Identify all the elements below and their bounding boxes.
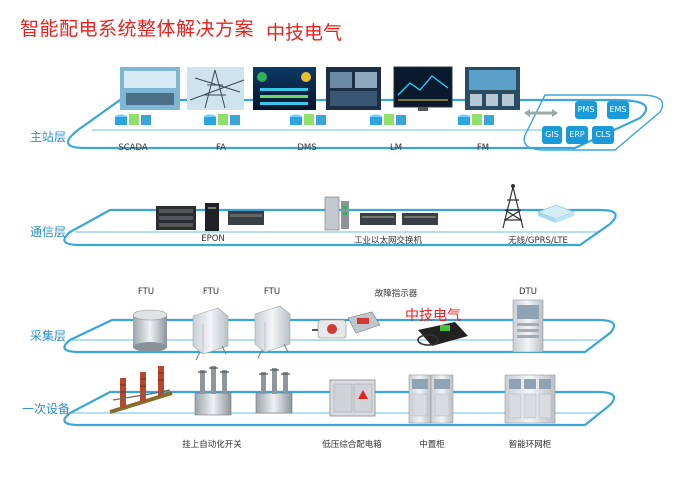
acq-label-ftu-3: FTU [263, 287, 281, 297]
page-title: 智能配电系统整体解决方案 [20, 18, 255, 40]
primary-label-pole-switch: 挂上自动化开关 [182, 440, 242, 450]
dtu-cabinet [512, 299, 544, 353]
lm-screen [326, 67, 381, 110]
pole-switch-2 [255, 368, 293, 414]
ftu-box-1 [192, 307, 229, 361]
comm-label-epon: EPON [201, 234, 225, 244]
epon-onu [228, 211, 264, 225]
switch-disconnector [109, 366, 173, 414]
fault-indicator-2 [347, 311, 381, 334]
ring-main-unit [504, 374, 556, 424]
acq-label-dtu: DTU [519, 287, 537, 297]
switchgear-2 [430, 374, 454, 424]
epon-olt [156, 206, 196, 230]
server-stack-icons [115, 114, 494, 125]
primary-label-lv-box: 低压综合配电箱 [322, 440, 382, 450]
scada-screen [120, 67, 180, 110]
dms-screen [253, 67, 316, 110]
low-voltage-box [329, 379, 376, 417]
badge-ems: EMS [609, 105, 627, 114]
system-label-fa: FA [216, 143, 226, 153]
system-label-dms: DMS [297, 143, 317, 153]
ethernet-switch [360, 213, 438, 225]
wireless-tower [502, 184, 524, 229]
watermark-text: 中技电气 [405, 308, 461, 324]
layer-label-master: 主站层 [30, 130, 67, 144]
acq-label-ftu-1: FTU [137, 287, 155, 297]
fa-screen [187, 67, 245, 110]
fault-indicator-3 [417, 322, 468, 346]
badge-cls: CLS [595, 130, 611, 139]
badge-gis: GIS [545, 130, 559, 139]
communication-band [63, 208, 617, 247]
comm-label-wireless: 无线/GPRS/LTE [508, 236, 568, 246]
lm-monitor [393, 66, 453, 111]
primary-label-switchgear: 中置柜 [419, 440, 445, 450]
layer-label-primary: 一次设备 [22, 402, 71, 416]
badge-erp: ERP [569, 130, 585, 139]
industrial-switch-rail [324, 196, 349, 231]
system-label-lm: LM [389, 143, 403, 153]
fm-screen [465, 67, 520, 110]
comm-label-switch: 工业以太网交换机 [353, 236, 423, 246]
wireless-router [536, 204, 576, 223]
ftu-box-2 [254, 305, 291, 359]
switchgear-1 [408, 374, 432, 424]
fault-indicator-1 [312, 319, 347, 339]
epon-tower [205, 203, 219, 231]
acq-label-fault-indicator: 故障指示器 [374, 289, 418, 299]
system-label-fm: FM [476, 143, 490, 153]
badge-pms: PMS [577, 105, 595, 114]
master-station-band [67, 94, 664, 151]
layer-label-communication: 通信层 [30, 225, 67, 239]
acq-label-ftu-2: FTU [202, 287, 220, 297]
brand-name: 中技电气 [266, 22, 343, 44]
system-badges [542, 101, 629, 144]
primary-label-rmu: 智能环网柜 [508, 440, 552, 450]
ftu-cylinder [132, 309, 168, 352]
layer-label-acquisition: 采集层 [30, 329, 67, 343]
system-label-scada: SCADA [118, 143, 148, 153]
pole-switch-1 [194, 366, 232, 416]
